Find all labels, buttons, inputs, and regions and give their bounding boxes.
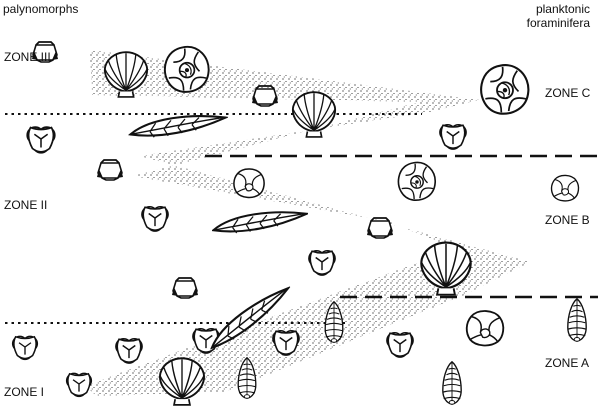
zone-iii-label: ZONE III: [4, 50, 51, 64]
zone-c-label: ZONE C: [545, 86, 591, 100]
palynomorphs-heading: palynomorphs: [3, 2, 79, 16]
trilete-spore-icon: [11, 335, 39, 361]
trilete-spore-icon: [439, 123, 467, 150]
dinocyst-icon: [171, 277, 199, 299]
trilete-spore-icon: [141, 205, 169, 232]
zone-b-label: ZONE B: [545, 213, 590, 227]
dinocyst-icon: [251, 85, 279, 107]
scallop-shell-icon: [159, 357, 205, 406]
dinocyst-icon: [96, 159, 124, 181]
zone-ii-label: ZONE II: [4, 198, 48, 212]
trochospiral-foram-icon: [397, 161, 437, 202]
trilete-spore-icon: [65, 372, 93, 398]
dinocyst-icon: [366, 217, 394, 239]
leaf-icon: [129, 115, 227, 139]
trochospiral-foram-icon: [163, 45, 210, 93]
trilete-spore-icon: [386, 331, 414, 358]
planktonic-heading: planktonic: [535, 2, 590, 16]
planispiral-foram-icon: [550, 174, 580, 202]
zone-i-label: ZONE I: [4, 385, 45, 399]
biserial-foram-icon: [567, 298, 587, 342]
trilete-spore-icon: [26, 126, 56, 154]
foraminifera-heading: foraminifera: [526, 16, 590, 30]
trochospiral-foram-icon: [480, 64, 530, 115]
trilete-spore-icon: [308, 249, 336, 276]
planispiral-foram-icon: [465, 310, 505, 347]
leaf-icon: [212, 211, 308, 235]
scallop-shell-icon: [291, 91, 337, 138]
stippled-zigzag-band: [85, 50, 530, 396]
planispiral-foram-icon: [233, 168, 265, 199]
trilete-spore-icon: [115, 337, 143, 364]
biserial-foram-icon: [442, 361, 462, 405]
zone-a-label: ZONE A: [545, 356, 590, 370]
